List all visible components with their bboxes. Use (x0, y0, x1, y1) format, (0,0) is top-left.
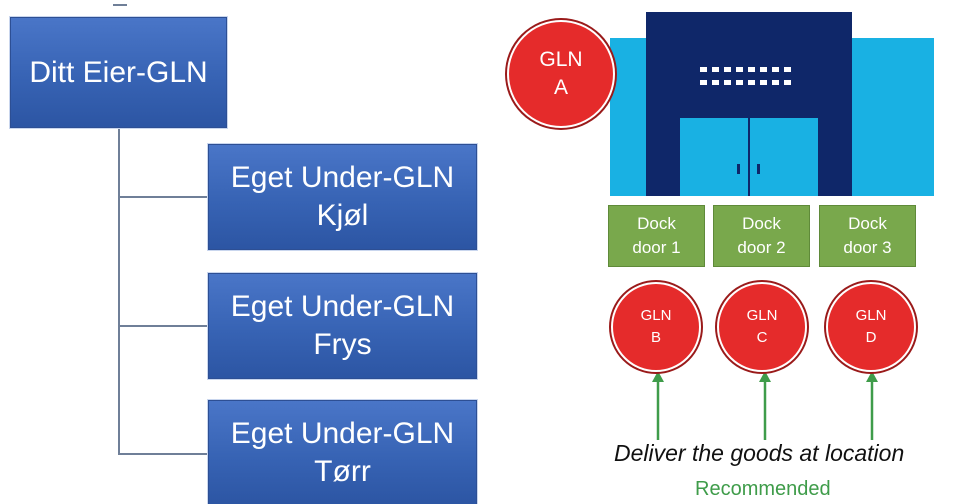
sub-gln-title: Eget Under-GLN (230, 161, 455, 194)
gln-b-letter: B (650, 329, 661, 346)
sub-gln-name: Tørr (314, 455, 371, 488)
dock-number: door 2 (737, 238, 786, 257)
gln-d-label: GLN (855, 307, 887, 324)
sub-gln-title: Eget Under-GLN (230, 417, 455, 450)
gln-d-circle: GLN D (826, 282, 916, 372)
gln-a-letter: A (553, 76, 568, 99)
gln-b-label: GLN (640, 307, 672, 324)
owner-gln-box: Ditt Eier-GLN (9, 16, 228, 129)
sub-gln-name: Kjøl (316, 199, 369, 232)
sub-gln-box-torr: Eget Under-GLN Tørr (207, 399, 478, 504)
hierarchy-branch-line-1 (118, 196, 207, 198)
sub-gln-title: Eget Under-GLN (230, 290, 455, 323)
dock-label: Dock (637, 214, 676, 233)
sub-gln-box-frys: Eget Under-GLN Frys (207, 272, 478, 380)
gln-a-circle: GLN A (507, 20, 615, 128)
gln-d-letter: D (865, 329, 877, 346)
arrow-head-d (866, 371, 878, 382)
gln-c-label: GLN (746, 307, 778, 324)
recommended-label: Recommended (695, 478, 831, 500)
building-wings (610, 38, 934, 196)
dock-label: Dock (848, 214, 887, 233)
hierarchy-branch-line-2 (118, 325, 207, 327)
gln-b-circle: GLN B (611, 282, 701, 372)
owner-gln-label: Ditt Eier-GLN (29, 55, 208, 89)
arrow-head-c (759, 371, 771, 382)
delivery-arrows (652, 371, 878, 440)
door-handle-left (737, 164, 740, 174)
gln-c-circle: GLN C (717, 282, 807, 372)
hierarchy-trunk-line (118, 129, 120, 455)
dock-door-2: Dock door 2 (713, 205, 810, 267)
building-tower (646, 12, 852, 196)
arrow-head-b (652, 371, 664, 382)
delivery-caption: Deliver the goods at location (614, 440, 905, 466)
gln-a-label: GLN (539, 48, 583, 71)
sub-gln-name: Frys (313, 328, 372, 361)
building-entrance (680, 118, 818, 196)
gln-c-letter: C (756, 329, 768, 346)
dock-number: door 3 (843, 238, 892, 257)
dock-number: door 1 (632, 238, 681, 257)
top-decoration-line (113, 4, 127, 10)
dock-door-1: Dock door 1 (608, 205, 705, 267)
hierarchy-branch-line-3 (118, 453, 207, 455)
sub-gln-box-kjol: Eget Under-GLN Kjøl (207, 143, 478, 251)
door-handle-right (757, 164, 760, 174)
building-windows (700, 67, 791, 85)
dock-label: Dock (742, 214, 781, 233)
dock-door-3: Dock door 3 (819, 205, 916, 267)
